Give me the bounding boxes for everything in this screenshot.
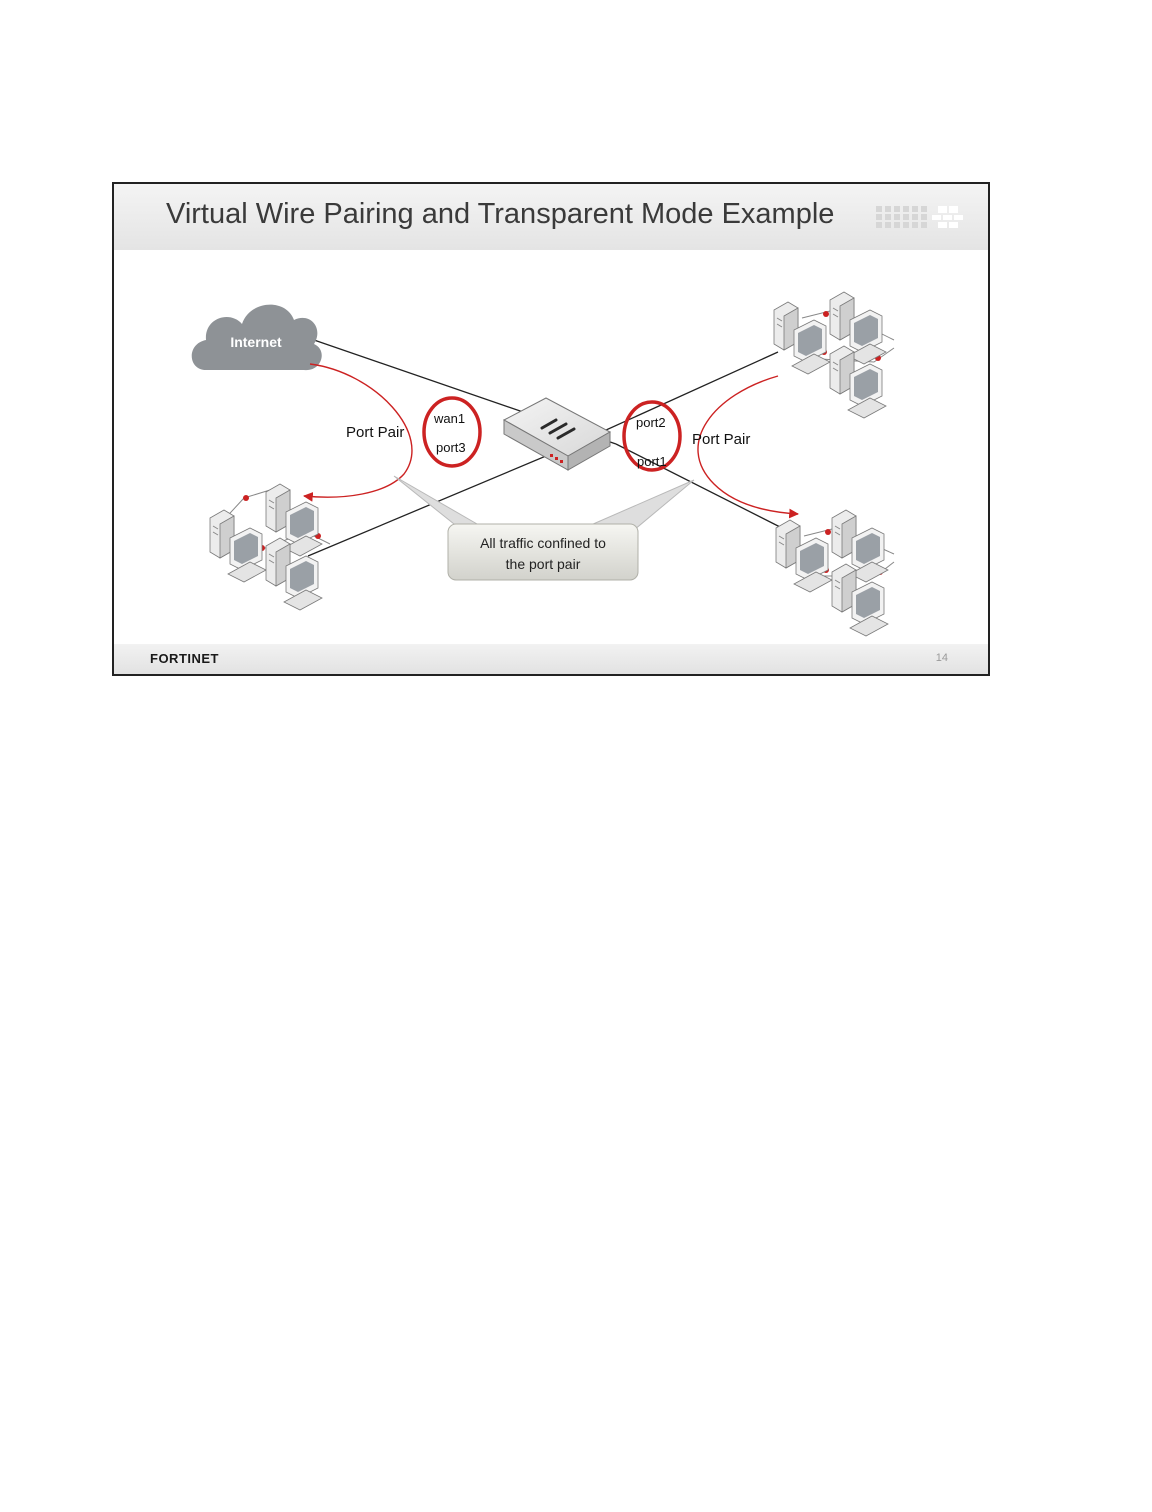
left-flow-arrow bbox=[303, 363, 413, 502]
slide: Virtual Wire Pairing and Transparent Mod… bbox=[112, 182, 990, 676]
callout-text-2: the port pair bbox=[506, 556, 581, 572]
left-port-bottom: port3 bbox=[436, 440, 466, 455]
computer-cluster-bottom-left bbox=[209, 483, 331, 611]
right-pair-label: Port Pair bbox=[692, 431, 750, 448]
slide-header: Virtual Wire Pairing and Transparent Mod… bbox=[114, 184, 988, 250]
svg-text:FORTINET: FORTINET bbox=[150, 651, 219, 665]
fortinet-logo-icon: FORTINET bbox=[150, 651, 219, 665]
callout-bubble bbox=[393, 475, 695, 581]
computer-cluster-bottom-right bbox=[775, 509, 895, 637]
network-diagram: Internet wan1 port3 port2 port1 Port Pai… bbox=[191, 291, 895, 637]
page-number: 14 bbox=[935, 652, 948, 664]
left-port-top: wan1 bbox=[433, 411, 465, 426]
computer-cluster-top-right bbox=[773, 291, 895, 419]
left-pair-label: Port Pair bbox=[346, 424, 404, 441]
left-port-circle bbox=[422, 396, 482, 468]
right-port-circle bbox=[622, 400, 682, 472]
slide-footer: FORTINET 14 bbox=[114, 644, 988, 674]
header-decoration-icon bbox=[876, 206, 963, 228]
right-flow-arrow bbox=[697, 375, 799, 519]
callout-text-1: All traffic confined to bbox=[480, 535, 606, 551]
firewall-device-icon bbox=[502, 397, 612, 471]
right-port-top: port2 bbox=[636, 415, 666, 430]
internet-label: Internet bbox=[230, 334, 282, 350]
slide-title: Virtual Wire Pairing and Transparent Mod… bbox=[166, 198, 835, 230]
right-port-bottom: port1 bbox=[637, 454, 667, 469]
cloud-icon bbox=[191, 304, 322, 371]
